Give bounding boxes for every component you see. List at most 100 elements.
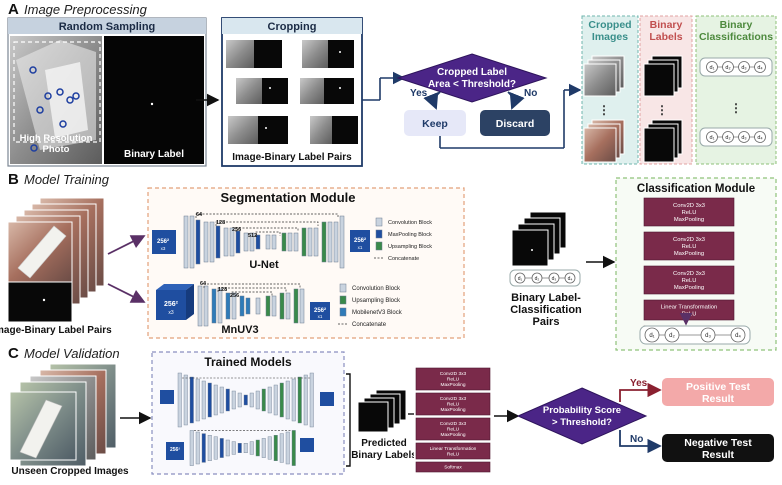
mnuv3-output-size: 256² — [314, 307, 326, 314]
conv-block-text: Conv2D 3x3 — [440, 421, 467, 427]
conv-block-text: Conv2D 3x3 — [440, 371, 467, 377]
conv-block — [643, 265, 735, 295]
trained-block — [243, 443, 248, 454]
high-res-label-2: Photo — [43, 144, 70, 155]
unet-512: 512 — [248, 233, 257, 239]
d-node — [706, 61, 718, 73]
mnuv3-block — [271, 295, 277, 317]
negative-line2: Result — [702, 449, 735, 461]
mnuv3-128: 128 — [218, 287, 227, 293]
mnuv3-legend-swatch — [339, 307, 347, 317]
cropped-images-dots: ⋮ — [598, 103, 610, 117]
d-node — [531, 272, 543, 284]
prob-line2: > Threshold? — [552, 417, 612, 428]
d-node — [514, 272, 526, 284]
trained-block — [273, 384, 278, 416]
mnuv3-64: 64 — [200, 281, 207, 287]
d-node-label: d₁ — [649, 333, 654, 339]
conv-block-text: MaxPooling — [440, 382, 465, 388]
conv-block-text: Conv2D 3x3 — [673, 203, 705, 209]
trained-block — [267, 386, 272, 414]
mnuv3-256: 256 — [230, 293, 239, 299]
binary-labels-title-2: Labels — [649, 31, 682, 43]
mnuv3-legend-swatch — [339, 295, 347, 305]
keep-box — [404, 110, 466, 136]
section-c-letter: C — [8, 345, 19, 362]
prob-no: No — [630, 434, 643, 445]
unet-64: 64 — [196, 212, 203, 218]
conv-block-text: Conv2D 3x3 — [673, 237, 705, 243]
mnuv3-block — [217, 288, 223, 324]
mnuv3-legend-text: Concatenate — [352, 322, 387, 328]
unet-block — [301, 227, 307, 257]
trained-block — [183, 374, 188, 426]
trained-block — [243, 394, 248, 406]
trained-block — [207, 435, 212, 462]
segmentation-module: Segmentation Module 256² x3 64 128 256 5… — [147, 187, 465, 339]
trained-block — [201, 433, 206, 463]
unseen-caption: Unseen Cropped Images — [11, 466, 129, 477]
negative-line1: Negative Test — [684, 437, 752, 449]
predicted-labels-stack: Predicted Binary Labels — [351, 389, 417, 461]
cropped-images-title-1: Cropped — [588, 19, 631, 31]
unet-diagram: 256² x3 64 128 256 512 256² x1 U-Net — [152, 212, 370, 271]
trained-block — [219, 386, 224, 414]
section-a-title: Image Preprocessing — [24, 2, 148, 17]
trained-block — [237, 443, 242, 454]
binary-labels-column: Binary Labels ⋮ — [639, 15, 693, 165]
mnuv3-skip — [217, 287, 287, 292]
unet-block — [195, 219, 201, 265]
unet-input-channels: x3 — [161, 246, 166, 251]
trained-block — [285, 431, 290, 465]
unet-block — [287, 232, 293, 252]
d-node-label: d₄ — [735, 333, 741, 339]
prob-yes: Yes — [630, 378, 648, 389]
mnuv3-input-channels: x3 — [168, 310, 174, 316]
mnuv3-block — [239, 295, 245, 317]
conv-block-text: MaxPooling — [440, 432, 465, 438]
d-node-label: d₁ — [710, 135, 715, 141]
binary-class-title-2: Classifications — [699, 31, 773, 43]
cropping-panel: Cropping Image-Binary Label Pairs — [221, 17, 363, 167]
decision-a-no: No — [524, 88, 537, 99]
unet-block — [229, 227, 235, 257]
trained-block — [261, 438, 266, 458]
binary-labels-dots: ⋮ — [656, 103, 668, 117]
d-node — [722, 61, 734, 73]
unet-skip — [255, 231, 281, 236]
bl-pairs-line3: Pairs — [533, 316, 560, 328]
cropped-images-title-2: Images — [592, 31, 628, 43]
trained-models-title: Trained Models — [204, 355, 292, 369]
trained-block — [261, 388, 266, 412]
unet-256: 256 — [232, 227, 241, 233]
trained-block — [213, 384, 218, 416]
linear-block-text: Linear Transformation — [661, 305, 717, 311]
d-node-label: d₁ — [710, 65, 715, 71]
linear-block-text: Linear Transformation — [430, 446, 477, 452]
unet-block — [339, 215, 345, 269]
unet-block — [235, 230, 241, 254]
mnuv3-skip — [203, 283, 301, 288]
trained-block — [273, 435, 278, 462]
probability-decision: Probability Score > Threshold? — [516, 387, 648, 445]
conv-block-text: ReLU — [682, 278, 697, 284]
unet-block — [189, 215, 195, 269]
trained-block — [189, 376, 194, 424]
trained-block — [177, 372, 182, 428]
crop-pair-1 — [226, 40, 282, 68]
section-b-title: Model Training — [24, 172, 110, 187]
trained-block — [279, 433, 284, 463]
section-c-title: Model Validation — [24, 346, 120, 361]
mnuv3-input-size: 256² — [164, 301, 179, 308]
training-pairs-stack: Image-Binary Label Pairs — [0, 197, 112, 336]
unet-legend-text: Convolution Block — [388, 220, 432, 226]
d-node-label: d₄ — [757, 65, 763, 71]
cropped-area-decision: Cropped Label Area < Threshold? — [396, 53, 548, 103]
d-node — [564, 272, 576, 284]
unet-block — [255, 234, 261, 250]
